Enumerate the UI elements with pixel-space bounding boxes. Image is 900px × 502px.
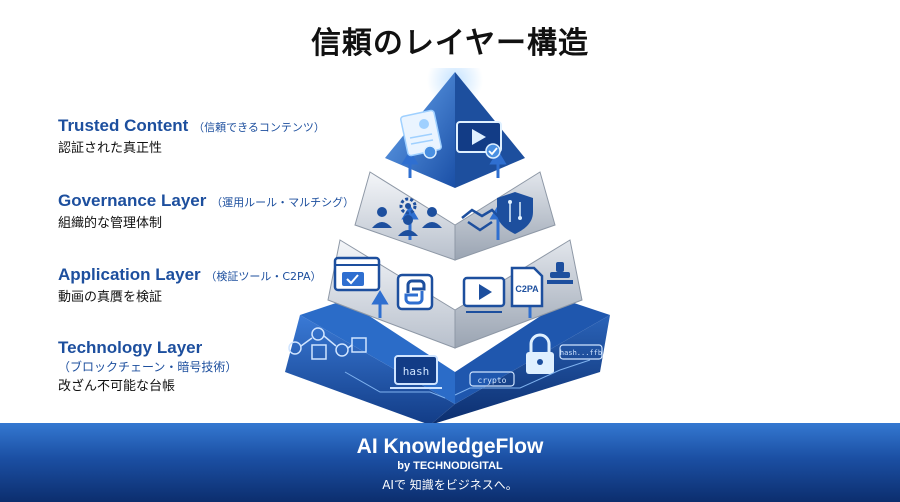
layer-desc: 動画の真贋を検証 bbox=[58, 290, 163, 305]
crypto-code-box: crypto bbox=[469, 371, 515, 387]
c2pa-file-icon: C2PA bbox=[510, 266, 544, 308]
stamp-icon bbox=[547, 262, 573, 284]
layer-name: Application Layer bbox=[58, 265, 201, 284]
hash-laptop-icon: hash bbox=[390, 355, 442, 389]
browser-check-icon bbox=[333, 256, 381, 292]
layer-sub: （信頼できるコンテンツ） bbox=[193, 121, 325, 134]
people-gear-icon bbox=[372, 197, 442, 236]
layer-label-technology: Technology Layer （ブロックチェーン・暗号技術） 改ざん不可能な… bbox=[58, 338, 237, 398]
layer-sub: （検証ツール・C2PA） bbox=[205, 270, 322, 283]
layer-sub: （ブロックチェーン・暗号技術） bbox=[58, 360, 238, 374]
technology-layer-right-face bbox=[432, 315, 610, 423]
layer-name: Technology Layer bbox=[58, 338, 203, 357]
hash-code-box: hash...ffb bbox=[559, 344, 603, 360]
video-check-icon bbox=[456, 121, 502, 159]
page-title: 信頼のレイヤー構造 bbox=[310, 26, 590, 61]
layer-sub: （運用ルール・マルチシグ） bbox=[211, 196, 355, 209]
layer-name: Governance Layer bbox=[58, 191, 207, 210]
layer-name: Trusted Content bbox=[58, 116, 189, 135]
brand-tagline: AIで 知識をビジネスへ。 bbox=[382, 478, 518, 492]
layer-desc: 組織的な管理体制 bbox=[58, 216, 163, 231]
layer-label-trusted-content: Trusted Content （信頼できるコンテンツ） 認証された真正性 bbox=[58, 116, 325, 160]
footer-banner: AI KnowledgeFlow by TECHNODIGITAL AIで 知識… bbox=[0, 423, 900, 502]
brand-name: AI KnowledgeFlow bbox=[356, 435, 544, 458]
trust-pyramid: C2PA hash crypto hash...ffb bbox=[285, 68, 610, 423]
layer-label-governance: Governance Layer （運用ルール・マルチシグ） 組織的な管理体制 bbox=[58, 191, 354, 235]
layer-label-application: Application Layer （検証ツール・C2PA） 動画の真贋を検証 bbox=[58, 265, 322, 309]
c2pa-label: C2PA bbox=[515, 284, 539, 294]
certificate-icon bbox=[400, 109, 442, 159]
layer-desc: 改ざん不可能な台帳 bbox=[58, 379, 176, 394]
circuit-lines bbox=[344, 359, 591, 399]
technology-layer-left-face bbox=[285, 315, 455, 423]
hash2-label: hash...ffb bbox=[560, 349, 602, 357]
video-play-icon bbox=[462, 276, 506, 313]
python-icon bbox=[396, 273, 434, 311]
brand-byline: by TECHNODIGITAL bbox=[397, 460, 503, 472]
hash-label: hash bbox=[403, 365, 430, 378]
blockchain-icon bbox=[288, 327, 367, 360]
lock-icon bbox=[526, 333, 554, 374]
crypto-label: crypto bbox=[478, 376, 507, 385]
handshake-icon bbox=[461, 208, 501, 232]
shield-circuit-icon bbox=[497, 192, 533, 234]
layer-desc: 認証された真正性 bbox=[58, 141, 163, 156]
